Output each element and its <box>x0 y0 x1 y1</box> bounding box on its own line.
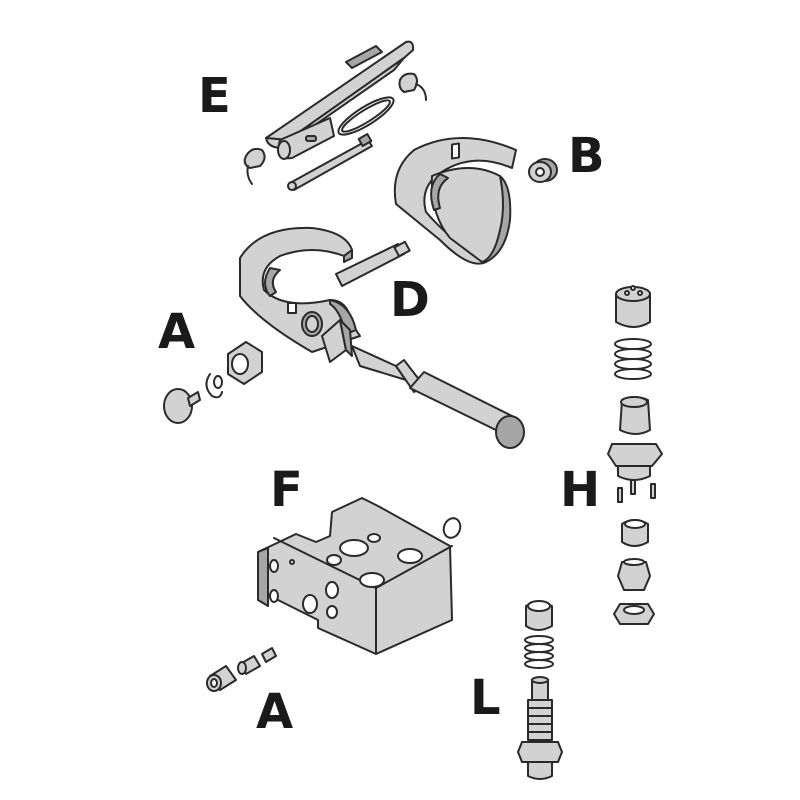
handle <box>351 345 525 449</box>
cam-plate <box>393 137 517 265</box>
label-l: L <box>470 670 501 726</box>
label-b: B <box>568 128 605 184</box>
left-clip <box>243 147 266 185</box>
plunger <box>517 676 563 780</box>
label-a-bottom: A <box>256 684 294 740</box>
flanged-washer <box>528 158 558 183</box>
threaded-fitting <box>617 558 651 591</box>
small-o-ring <box>213 375 223 389</box>
label-f: F <box>270 462 303 518</box>
part-group-h <box>607 285 663 625</box>
cap <box>615 285 651 328</box>
retaining-ring <box>205 373 223 399</box>
valve-body <box>607 396 663 481</box>
castellated-nut <box>227 341 263 385</box>
crank-shaft <box>335 240 411 287</box>
pin <box>237 655 261 675</box>
sleeve <box>206 665 237 692</box>
part-group-l <box>517 600 563 780</box>
part-group-a-bottom <box>206 647 277 692</box>
label-h: H <box>560 462 601 518</box>
part-group-a-top <box>163 341 263 424</box>
screws <box>617 479 656 503</box>
hex-nut-h <box>613 603 655 625</box>
bushing-l <box>525 600 553 631</box>
bushing-h <box>621 519 649 547</box>
spring-h <box>614 338 652 380</box>
o-ring-f <box>442 517 462 539</box>
set-screw <box>261 647 277 663</box>
valve-block <box>257 497 453 655</box>
part-group-d <box>239 226 525 449</box>
right-clip <box>398 72 427 101</box>
part-group-b <box>393 137 558 265</box>
gear-sector <box>321 319 353 363</box>
knob <box>163 388 201 424</box>
hinge-pin <box>287 133 373 191</box>
part-group-e <box>243 40 427 191</box>
part-group-f <box>257 497 462 655</box>
crank-arm <box>239 226 361 353</box>
label-a-top: A <box>158 304 196 360</box>
hinged-lid <box>265 40 415 160</box>
label-d: D <box>390 272 430 328</box>
lid-seal-ring <box>337 96 395 136</box>
spring-l <box>524 635 554 669</box>
label-e: E <box>198 68 231 124</box>
